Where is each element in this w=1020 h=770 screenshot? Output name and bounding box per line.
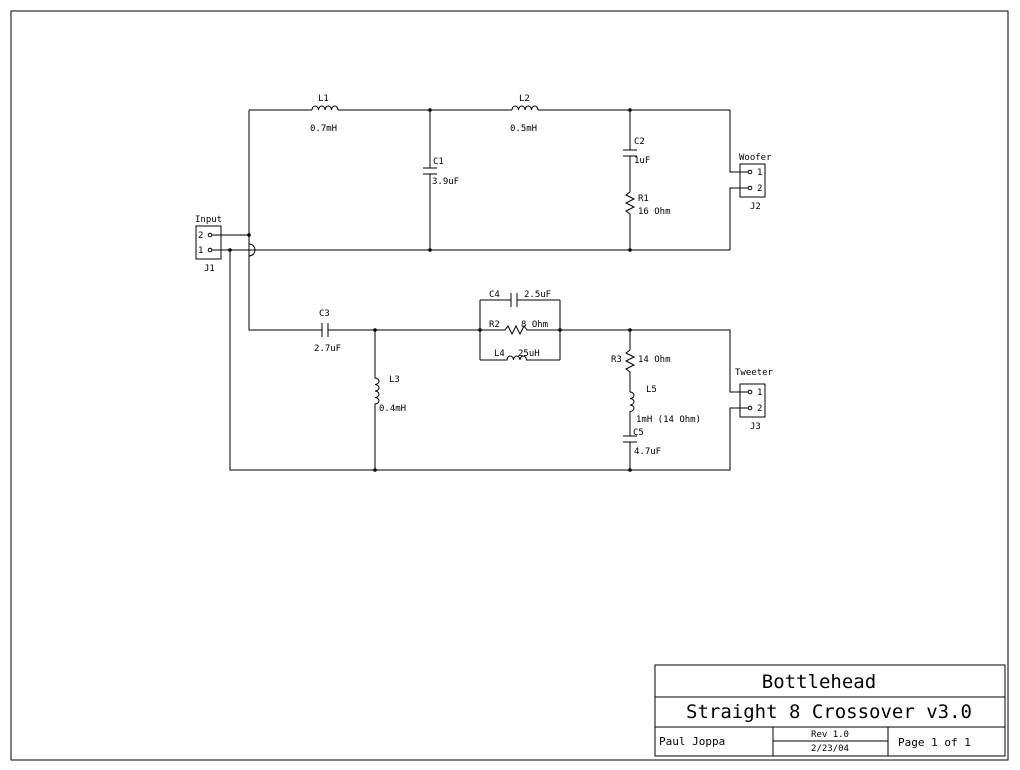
L5-ref: L5 xyxy=(646,385,657,395)
C3-ref: C3 xyxy=(319,309,330,319)
L5-value: 1mH (14 Ohm) xyxy=(636,415,701,425)
J1-name: Input xyxy=(195,215,222,225)
L4-ref: L4 xyxy=(494,349,505,359)
J2-ref: J2 xyxy=(750,202,761,212)
L2-ref: L2 xyxy=(519,94,530,104)
resistor-R1: R1 16 Ohm xyxy=(624,191,671,250)
R3-value: 14 Ohm xyxy=(638,355,671,365)
wire-ground-return xyxy=(229,250,748,471)
C2-value: 1uF xyxy=(634,156,650,166)
R2-ref: R2 xyxy=(489,320,500,330)
capacitor-C2: C2 1uF xyxy=(623,110,650,192)
L4-value: 25uH xyxy=(518,349,540,359)
R1-value: 16 Ohm xyxy=(638,207,671,217)
C3-value: 2.7uF xyxy=(314,344,341,354)
J3-pin-top: 1 xyxy=(757,388,762,398)
junction-ground xyxy=(228,248,232,252)
capacitor-C3: C3 2.7uF xyxy=(314,309,341,354)
connector-J2: Woofer 1 2 J2 xyxy=(739,153,772,212)
connector-J1: Input 2 1 J1 xyxy=(195,215,249,274)
revision: Rev 1.0 xyxy=(811,730,849,740)
J3-name: Tweeter xyxy=(735,368,774,378)
capacitor-C1: C1 3.9uF xyxy=(423,110,459,250)
R2-value: 8 Ohm xyxy=(521,320,548,330)
J3-ref: J3 xyxy=(750,422,761,432)
C1-value: 3.9uF xyxy=(432,177,459,187)
J2-name: Woofer xyxy=(739,153,772,163)
wire-tweeter-in xyxy=(248,256,322,331)
capacitor-C5: C5 4.7uF xyxy=(623,428,661,470)
drawing-border xyxy=(10,10,1009,761)
wire-tweeter-out xyxy=(560,329,748,393)
wire-woofer-bottom xyxy=(220,187,748,251)
page-number: Page 1 of 1 xyxy=(898,736,971,749)
wire-crossover-hop xyxy=(248,243,256,257)
J1-pin-bottom: 1 xyxy=(198,246,203,256)
C5-ref: C5 xyxy=(633,428,644,438)
J1-pin-top: 2 xyxy=(198,231,203,241)
L1-value: 0.7mH xyxy=(310,124,337,134)
resistor-R3: R3 14 Ohm xyxy=(611,330,671,392)
J2-pin-bottom: 2 xyxy=(757,184,762,194)
R3-ref: R3 xyxy=(611,355,622,365)
C5-value: 4.7uF xyxy=(634,447,661,457)
L2-value: 0.5mH xyxy=(510,124,537,134)
C4-value: 2.5uF xyxy=(524,290,551,300)
J1-ref: J1 xyxy=(204,264,215,274)
C2-ref: C2 xyxy=(634,137,645,147)
C1-ref: C1 xyxy=(433,157,444,167)
inductor-L2: L2 0.5mH xyxy=(510,94,539,134)
junctions-tweeter xyxy=(373,328,632,472)
drawing-title: Straight 8 Crossover v3.0 xyxy=(686,701,972,723)
drawing-date: 2/23/04 xyxy=(811,744,849,754)
author-name: Paul Joppa xyxy=(659,735,725,748)
title-block: Bottlehead Straight 8 Crossover v3.0 Pau… xyxy=(654,664,1006,757)
L3-value: 0.4mH xyxy=(379,404,406,414)
connector-J3: Tweeter 1 2 J3 xyxy=(735,368,774,432)
C4-ref: C4 xyxy=(489,290,500,300)
L3-ref: L3 xyxy=(389,375,400,385)
inductor-L3: L3 0.4mH xyxy=(374,330,406,470)
R1-ref: R1 xyxy=(638,194,649,204)
wire-woofer-top-3 xyxy=(538,109,748,173)
inductor-L1: L1 0.7mH xyxy=(310,94,339,134)
inductor-L5: L5 1mH (14 Ohm) xyxy=(629,385,701,430)
J2-pin-top: 1 xyxy=(757,168,762,178)
J3-pin-bottom: 2 xyxy=(757,404,762,414)
L1-ref: L1 xyxy=(318,94,329,104)
company-name: Bottlehead xyxy=(762,671,876,693)
